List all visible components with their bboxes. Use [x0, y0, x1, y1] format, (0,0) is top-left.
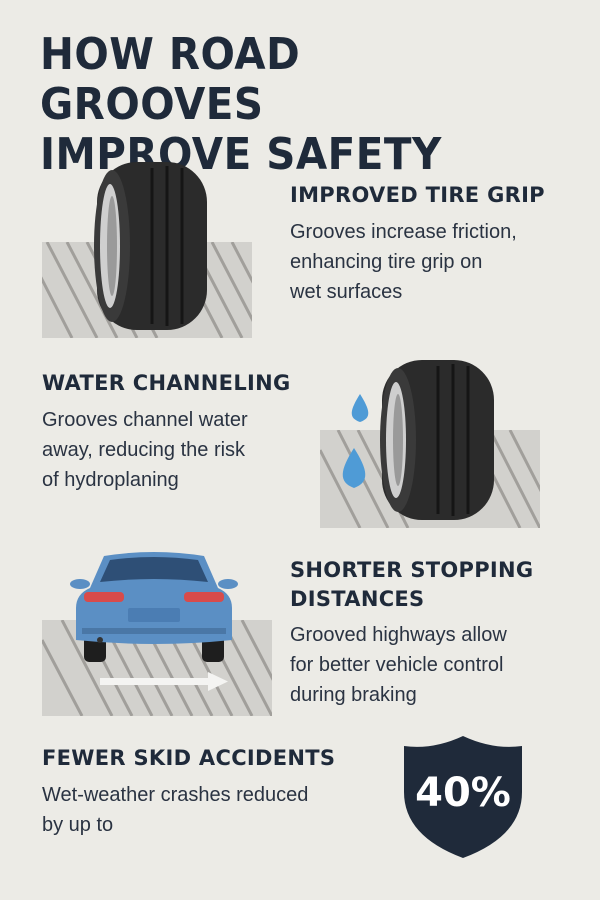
text-line: wet surfaces [290, 281, 403, 303]
section-heading-water-channeling: WATER CHANNELING [42, 371, 291, 395]
text-line: Grooved highways allow [290, 624, 507, 646]
section-heading-stopping-distances: SHORTER STOPPING DISTANCES [290, 556, 533, 614]
section-text-tire-grip: Grooves increase friction, enhancing tir… [290, 217, 517, 307]
text-line: Grooves channel water [42, 409, 248, 431]
car-rear-icon [42, 552, 272, 716]
title-line-1: HOW ROAD GROOVES [40, 29, 301, 130]
accident-reduction-badge: 40% [415, 770, 511, 816]
section-heading-skid-accidents: FEWER SKID ACCIDENTS [42, 746, 336, 770]
text-line: during braking [290, 684, 417, 706]
section-heading-tire-grip: IMPROVED TIRE GRIP [290, 183, 545, 207]
text-line: Grooves increase friction, [290, 221, 517, 243]
heading-line: DISTANCES [290, 587, 425, 611]
text-line: of hydroplaning [42, 469, 179, 491]
arrow-right-icon [100, 672, 228, 691]
text-line: for better vehicle control [290, 654, 504, 676]
shield-icon [404, 736, 522, 858]
tire-with-water-drops-icon [320, 360, 540, 528]
section-text-stopping-distances: Grooved highways allow for better vehicl… [290, 620, 507, 710]
heading-line: SHORTER STOPPING [290, 558, 534, 582]
text-line: Wet-weather crashes reduced [42, 784, 309, 806]
water-drop-icon [351, 394, 369, 422]
page-title: HOW ROAD GROOVES IMPROVE SAFETY [40, 30, 528, 180]
tire-icon [42, 162, 252, 338]
text-line: by up to [42, 814, 114, 836]
title-line-2: IMPROVE SAFETY [40, 129, 442, 180]
text-line: enhancing tire grip on [290, 251, 483, 273]
text-line: away, reducing the risk [42, 439, 246, 461]
section-text-water-channeling: Grooves channel water away, reducing the… [42, 405, 248, 495]
section-text-skid-accidents: Wet-weather crashes reduced by up to [42, 780, 308, 840]
water-drop-icon [342, 448, 366, 488]
